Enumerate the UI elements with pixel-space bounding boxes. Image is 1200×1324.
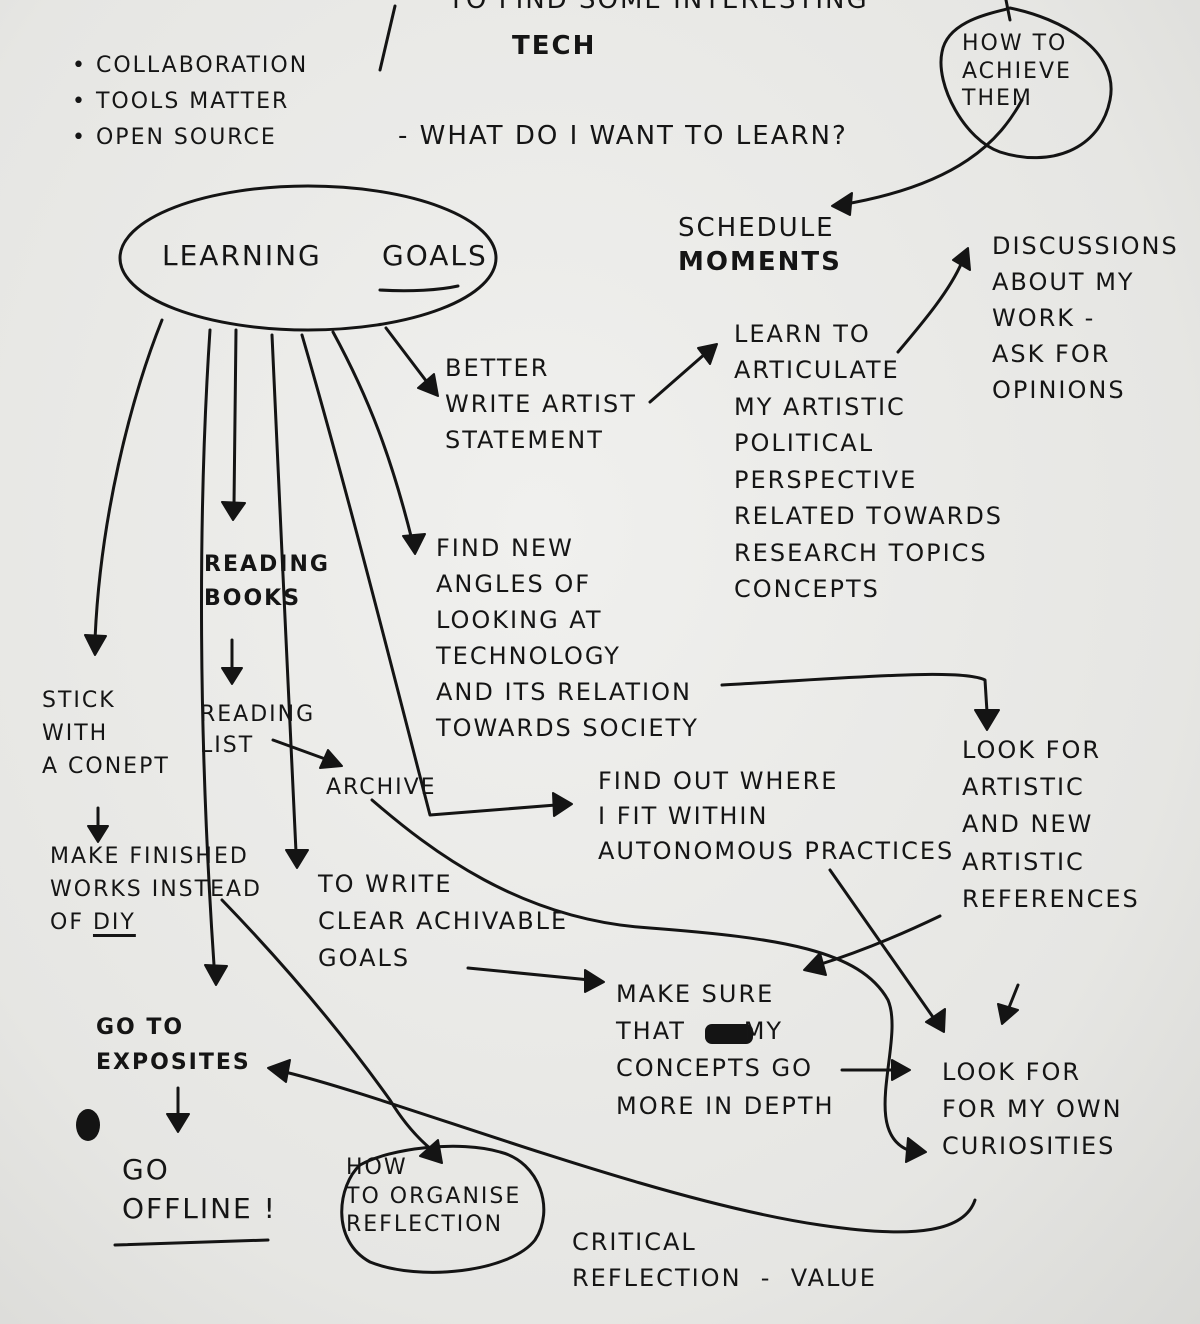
arrow-head <box>419 1139 443 1164</box>
find-out-where-text: find out where I fit within autonomous p… <box>598 767 955 865</box>
arrow-make-reflection <box>220 898 434 1152</box>
discussions-text: discussions about my work - ask for opin… <box>992 232 1179 404</box>
top-stroke <box>378 4 397 72</box>
learning-question: - what do I want to learn? <box>398 121 848 151</box>
arrow-goals-expos <box>200 328 216 967</box>
arrow-goals-artist <box>384 326 432 388</box>
arrow-head <box>285 849 309 869</box>
arrow-head <box>997 1003 1019 1025</box>
tech-text: tech <box>512 31 597 61</box>
bullet-item: • collaboration <box>72 53 309 78</box>
arrow-goals-stick <box>93 318 164 642</box>
ink-dot <box>76 1109 100 1141</box>
new-angles-text: find new angles of looking at technology… <box>436 534 699 742</box>
bullet-label: tools matter <box>95 89 290 114</box>
learning-goals-ellipse <box>118 184 498 332</box>
how-to-achieve-text: how to achieve them <box>962 31 1072 111</box>
arrow-head <box>952 247 971 271</box>
arrow-head <box>417 373 439 397</box>
arrow-head <box>221 501 246 521</box>
arrow-critical-expos <box>283 1070 977 1234</box>
how-to-achieve-tail <box>1004 0 1012 22</box>
articulate-text: learn to articulate my artistic politica… <box>734 320 1004 604</box>
arrow-head <box>204 964 228 986</box>
arrow-goals-angles <box>331 330 414 542</box>
stick-concept-text: stick with a conept <box>42 688 170 779</box>
make-finished-label: make finished works instead of <box>50 844 262 935</box>
arrow-head <box>166 1113 190 1133</box>
bullet-label: collaboration <box>95 53 309 78</box>
arrow-angles-artistic <box>720 672 989 714</box>
archive-text: archive <box>326 775 437 800</box>
arrow-head <box>974 709 1000 731</box>
reading-books-text: reading books <box>204 552 330 612</box>
how-to-achieve-loop <box>939 6 1113 160</box>
scribble-blot <box>705 1024 753 1044</box>
arrow-head <box>831 192 853 216</box>
bullet-item: • tools matter <box>72 89 290 114</box>
critical-reflection-text: critical reflection - value <box>572 1228 877 1292</box>
bullet-item: • open source <box>72 125 277 150</box>
arrow-head <box>891 1059 911 1081</box>
arrow-write-makesure <box>466 966 592 982</box>
arrow-articulate-discuss <box>896 260 964 354</box>
arrow-head <box>221 667 243 685</box>
arrow-archive-curiosities <box>370 798 910 1152</box>
arrow-goals-findout <box>300 333 558 817</box>
arrow-head <box>803 952 827 976</box>
arrow-head <box>84 634 107 656</box>
arrow-artist-articulate <box>648 351 708 404</box>
goals-text: goals <box>382 239 488 272</box>
arrow-head <box>925 1008 946 1033</box>
arrow-goals-write <box>270 333 298 854</box>
go-offline-text: go offline ! <box>122 1153 277 1226</box>
schedule-text: schedule <box>678 213 835 243</box>
reading-list-text: reading list <box>200 702 316 758</box>
organise-reflection-text: how to organise reflection <box>346 1155 522 1238</box>
arrow-artistic-curiosities <box>1006 983 1020 1012</box>
artistic-references-text: look for artistic and new artistic refer… <box>962 736 1140 913</box>
arrow-findout-curiosities <box>828 868 937 1022</box>
offline-underline <box>113 1238 270 1247</box>
make-finished-text: make finished works instead of DIY <box>50 840 262 939</box>
bullet-label: open source <box>95 125 277 150</box>
make-sure-text: make sure that my concepts go more in de… <box>616 980 835 1120</box>
arrow-goals-reading <box>232 328 238 507</box>
arrow-head <box>905 1137 927 1163</box>
arrow-head <box>87 825 109 843</box>
arrow-artistic-makesure <box>816 914 942 967</box>
arrow-head <box>697 343 718 365</box>
arrow-head <box>584 969 605 993</box>
arrow-achieve-schedule <box>838 98 1024 207</box>
curiosities-text: look for for my own curiosities <box>942 1058 1123 1161</box>
top-fragment-text: to find some interesting <box>448 0 869 15</box>
arrow-head <box>402 533 426 555</box>
diy-text: DIY <box>92 910 136 935</box>
moments-text: moments <box>678 247 842 277</box>
learning-text: learning <box>162 239 322 272</box>
arrow-list-archive <box>271 738 330 762</box>
write-goals-text: to write clear achivable goals <box>318 870 569 973</box>
goals-underline <box>378 284 460 293</box>
arrow-head <box>552 792 573 817</box>
go-expos-text: go to exposites <box>96 1015 251 1076</box>
arrow-head <box>319 749 343 769</box>
reflection-loop <box>340 1144 546 1274</box>
artist-statement-text: better write artist statement <box>445 354 637 454</box>
arrow-head <box>267 1059 291 1083</box>
